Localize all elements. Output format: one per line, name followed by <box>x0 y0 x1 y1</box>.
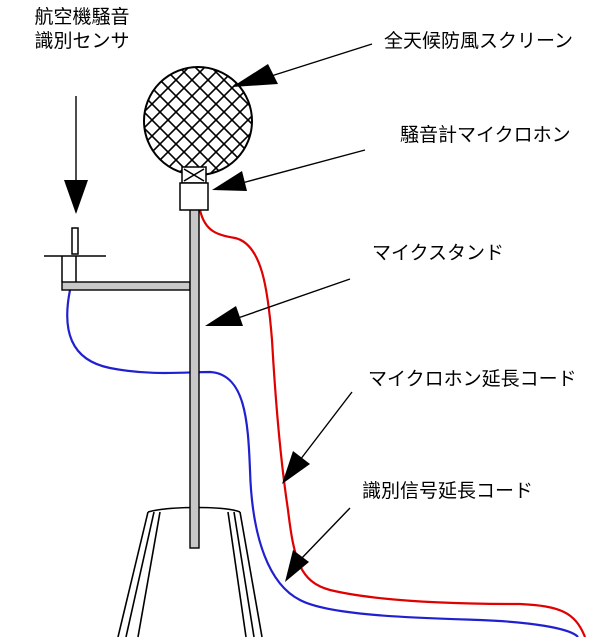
tripod-base <box>117 506 263 637</box>
stand-arm <box>61 281 191 291</box>
stand-pole <box>189 207 200 549</box>
microphone-body <box>179 166 209 211</box>
signal-cable <box>66 289 579 637</box>
arrow-to-stand <box>205 278 351 326</box>
arrow-to-microphone <box>212 149 366 191</box>
arrow-to-sensor <box>64 96 88 214</box>
aircraft-noise-sensor <box>44 227 106 282</box>
microphone-label: 騒音計マイクロホン <box>400 124 571 146</box>
mic-cable <box>198 209 587 637</box>
arrow-to-mic-cable <box>282 391 353 484</box>
arrow-to-windscreen <box>232 43 373 87</box>
signal-cable-label: 識別信号延長コード <box>362 480 534 502</box>
windscreen-ball <box>143 66 253 176</box>
sensor-label-line1: 航空機騒音 <box>34 6 130 28</box>
mic-cable-label: マイクロホン延長コード <box>368 368 577 390</box>
windscreen-label: 全天候防風スクリーン <box>384 30 574 52</box>
arrow-to-signal-cable <box>285 507 351 582</box>
sensor-label-line2: 識別センサ <box>34 30 130 52</box>
stand-label: マイクスタンド <box>372 242 505 264</box>
